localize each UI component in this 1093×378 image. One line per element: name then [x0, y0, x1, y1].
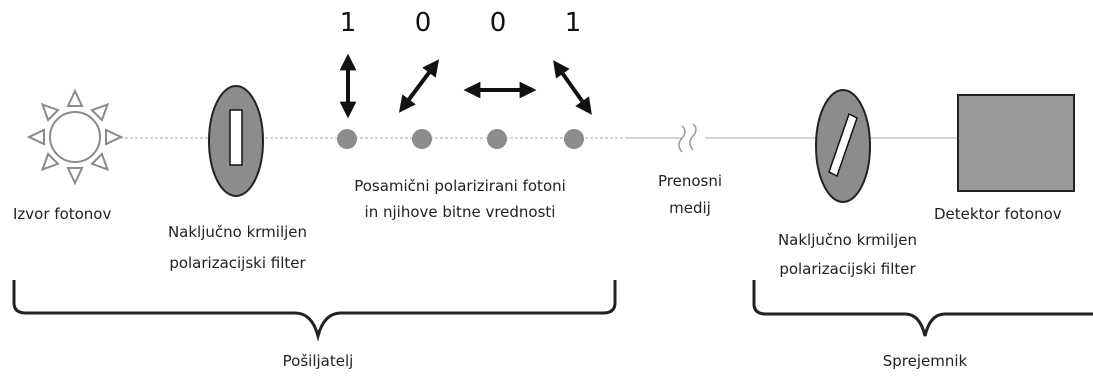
sender-filter-icon [208, 85, 264, 197]
sender-filter-label: Naključno krmiljen polarizacijski filter [150, 223, 325, 273]
medium-label-line2: medij [669, 199, 711, 217]
sun-ray [66, 88, 84, 107]
receiver-filter-icon [815, 89, 871, 203]
receiver-filter-label: Naključno krmiljen polarizacijski filter [760, 231, 935, 279]
photon-4 [564, 129, 584, 149]
photons-label-line1: Posamični polarizirani fotoni [354, 177, 566, 195]
source-label: Izvor fotonov [13, 205, 112, 223]
sun-ray [105, 128, 124, 146]
sender-brace [12, 280, 617, 342]
photon-detector-icon [957, 94, 1075, 192]
medium-break-icon [678, 123, 697, 153]
sun-ray [26, 128, 45, 146]
bit-value-4: 1 [564, 8, 582, 38]
antidiagonal-polarization-icon [553, 60, 592, 115]
photons-label-line2: in njihove bitne vrednosti [364, 203, 556, 221]
detector-label: Detektor fotonov [934, 205, 1062, 223]
sender-label: Pošiljatelj [282, 352, 354, 370]
receiver-label: Sprejemnik [882, 352, 968, 370]
medium-label-line1: Prenosni [657, 172, 723, 190]
bit-value-3: 0 [489, 8, 507, 38]
diagonal-polarization-icon [398, 59, 440, 113]
photon-3 [487, 129, 507, 149]
receiver-filter-label-line2: polarizacijski filter [779, 260, 916, 278]
bit-value-2: 0 [414, 8, 432, 38]
sender-filter-label-line2: polarizacijski filter [169, 254, 306, 272]
photon-2 [412, 129, 432, 149]
sender-filter-label-line1: Naključno krmiljen [167, 223, 308, 241]
sun-ray [66, 167, 84, 186]
sun-ray [90, 102, 110, 122]
medium-label: Prenosni medij [640, 172, 740, 218]
receiver-brace [752, 280, 1093, 337]
sun-ray [90, 152, 110, 172]
sun-ray [40, 102, 60, 122]
receiver-filter-label-line1: Naključno krmiljen [777, 231, 918, 249]
bit-value-1: 1 [339, 8, 357, 38]
sun-ray [40, 152, 60, 172]
photon-source-icon [26, 88, 124, 186]
photon-1 [337, 129, 357, 149]
photons-label: Posamični polarizirani fotoni in njihove… [325, 177, 595, 222]
